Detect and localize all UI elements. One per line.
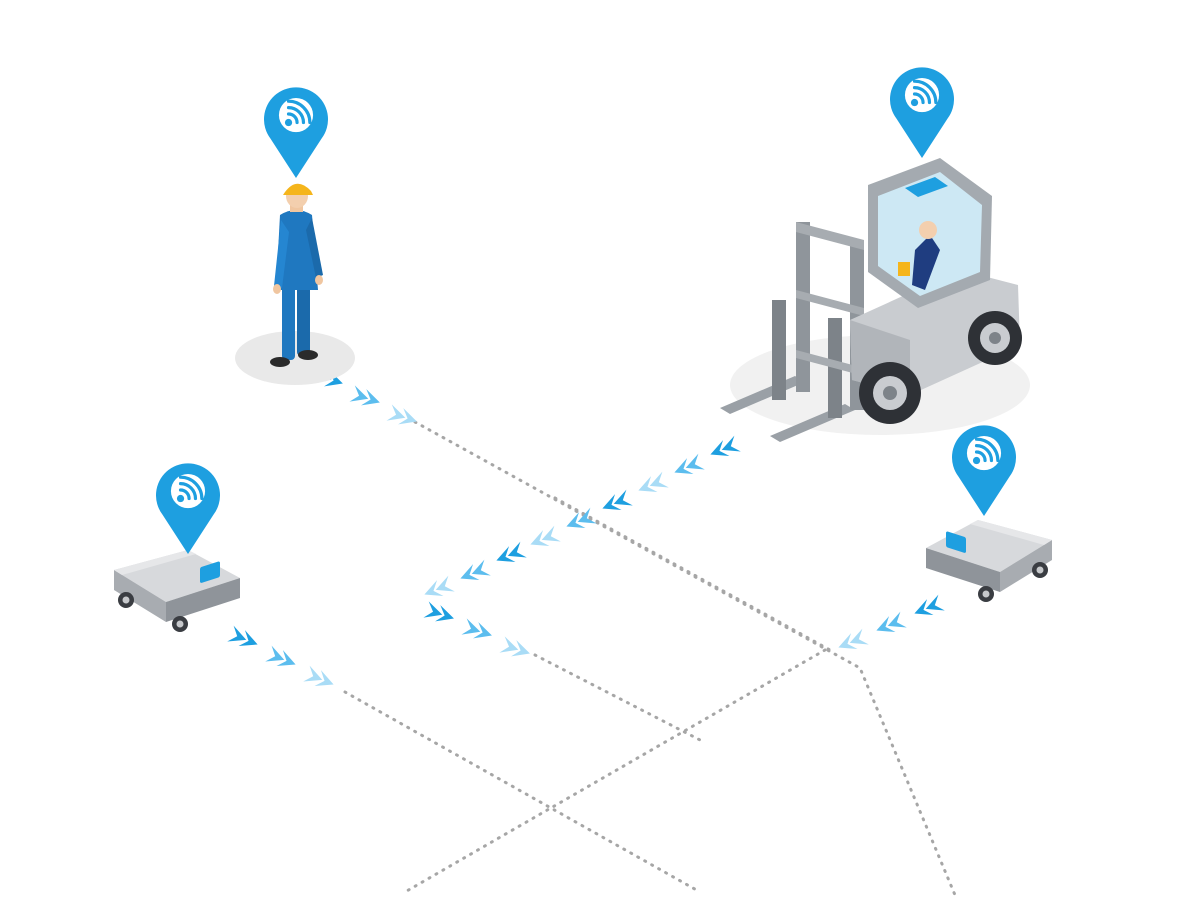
worker-group [235, 85, 355, 385]
chevron-icon [493, 541, 527, 569]
chevron-icon [671, 453, 705, 481]
forklift-group [720, 65, 1030, 442]
agv-right [926, 520, 1052, 602]
dotted-path-worker [413, 420, 957, 897]
location-pin-icon [264, 85, 328, 178]
dotted-path-forklift [553, 496, 832, 652]
agv-left [114, 550, 240, 632]
forklift [720, 158, 1022, 442]
agv-right-group [926, 423, 1052, 602]
chevron-icon [599, 489, 633, 517]
chevron-icon [457, 559, 491, 587]
dotted-path-left-agv [343, 690, 702, 894]
chevron-icon [386, 404, 420, 430]
dotted-path-center [533, 653, 702, 742]
chevron-icon [707, 435, 741, 463]
chevron-icon [835, 628, 869, 656]
chevron-icon [911, 594, 945, 622]
chevron-icon [303, 665, 337, 693]
location-pin-icon [890, 65, 954, 158]
worker-floor-shadow [235, 331, 355, 385]
chevron-icon [227, 625, 261, 653]
chevron-icon [499, 636, 533, 662]
chevron-icon [423, 601, 457, 627]
chevron-icon [265, 645, 299, 673]
location-pin-icon [952, 423, 1016, 516]
chevron-icon [527, 525, 561, 553]
chevron-icon [421, 575, 455, 603]
chevron-icon [635, 471, 669, 499]
chevron-icon [461, 618, 495, 644]
chevron-icon [563, 507, 597, 535]
agv-left-group [114, 461, 240, 632]
chevron-icon [873, 611, 907, 639]
chevron-icon [349, 385, 383, 411]
location-pin-icon [156, 461, 220, 554]
dotted-path-right-agv [403, 648, 827, 894]
worker-figure [270, 183, 323, 367]
dotted-path-lines [343, 420, 957, 897]
